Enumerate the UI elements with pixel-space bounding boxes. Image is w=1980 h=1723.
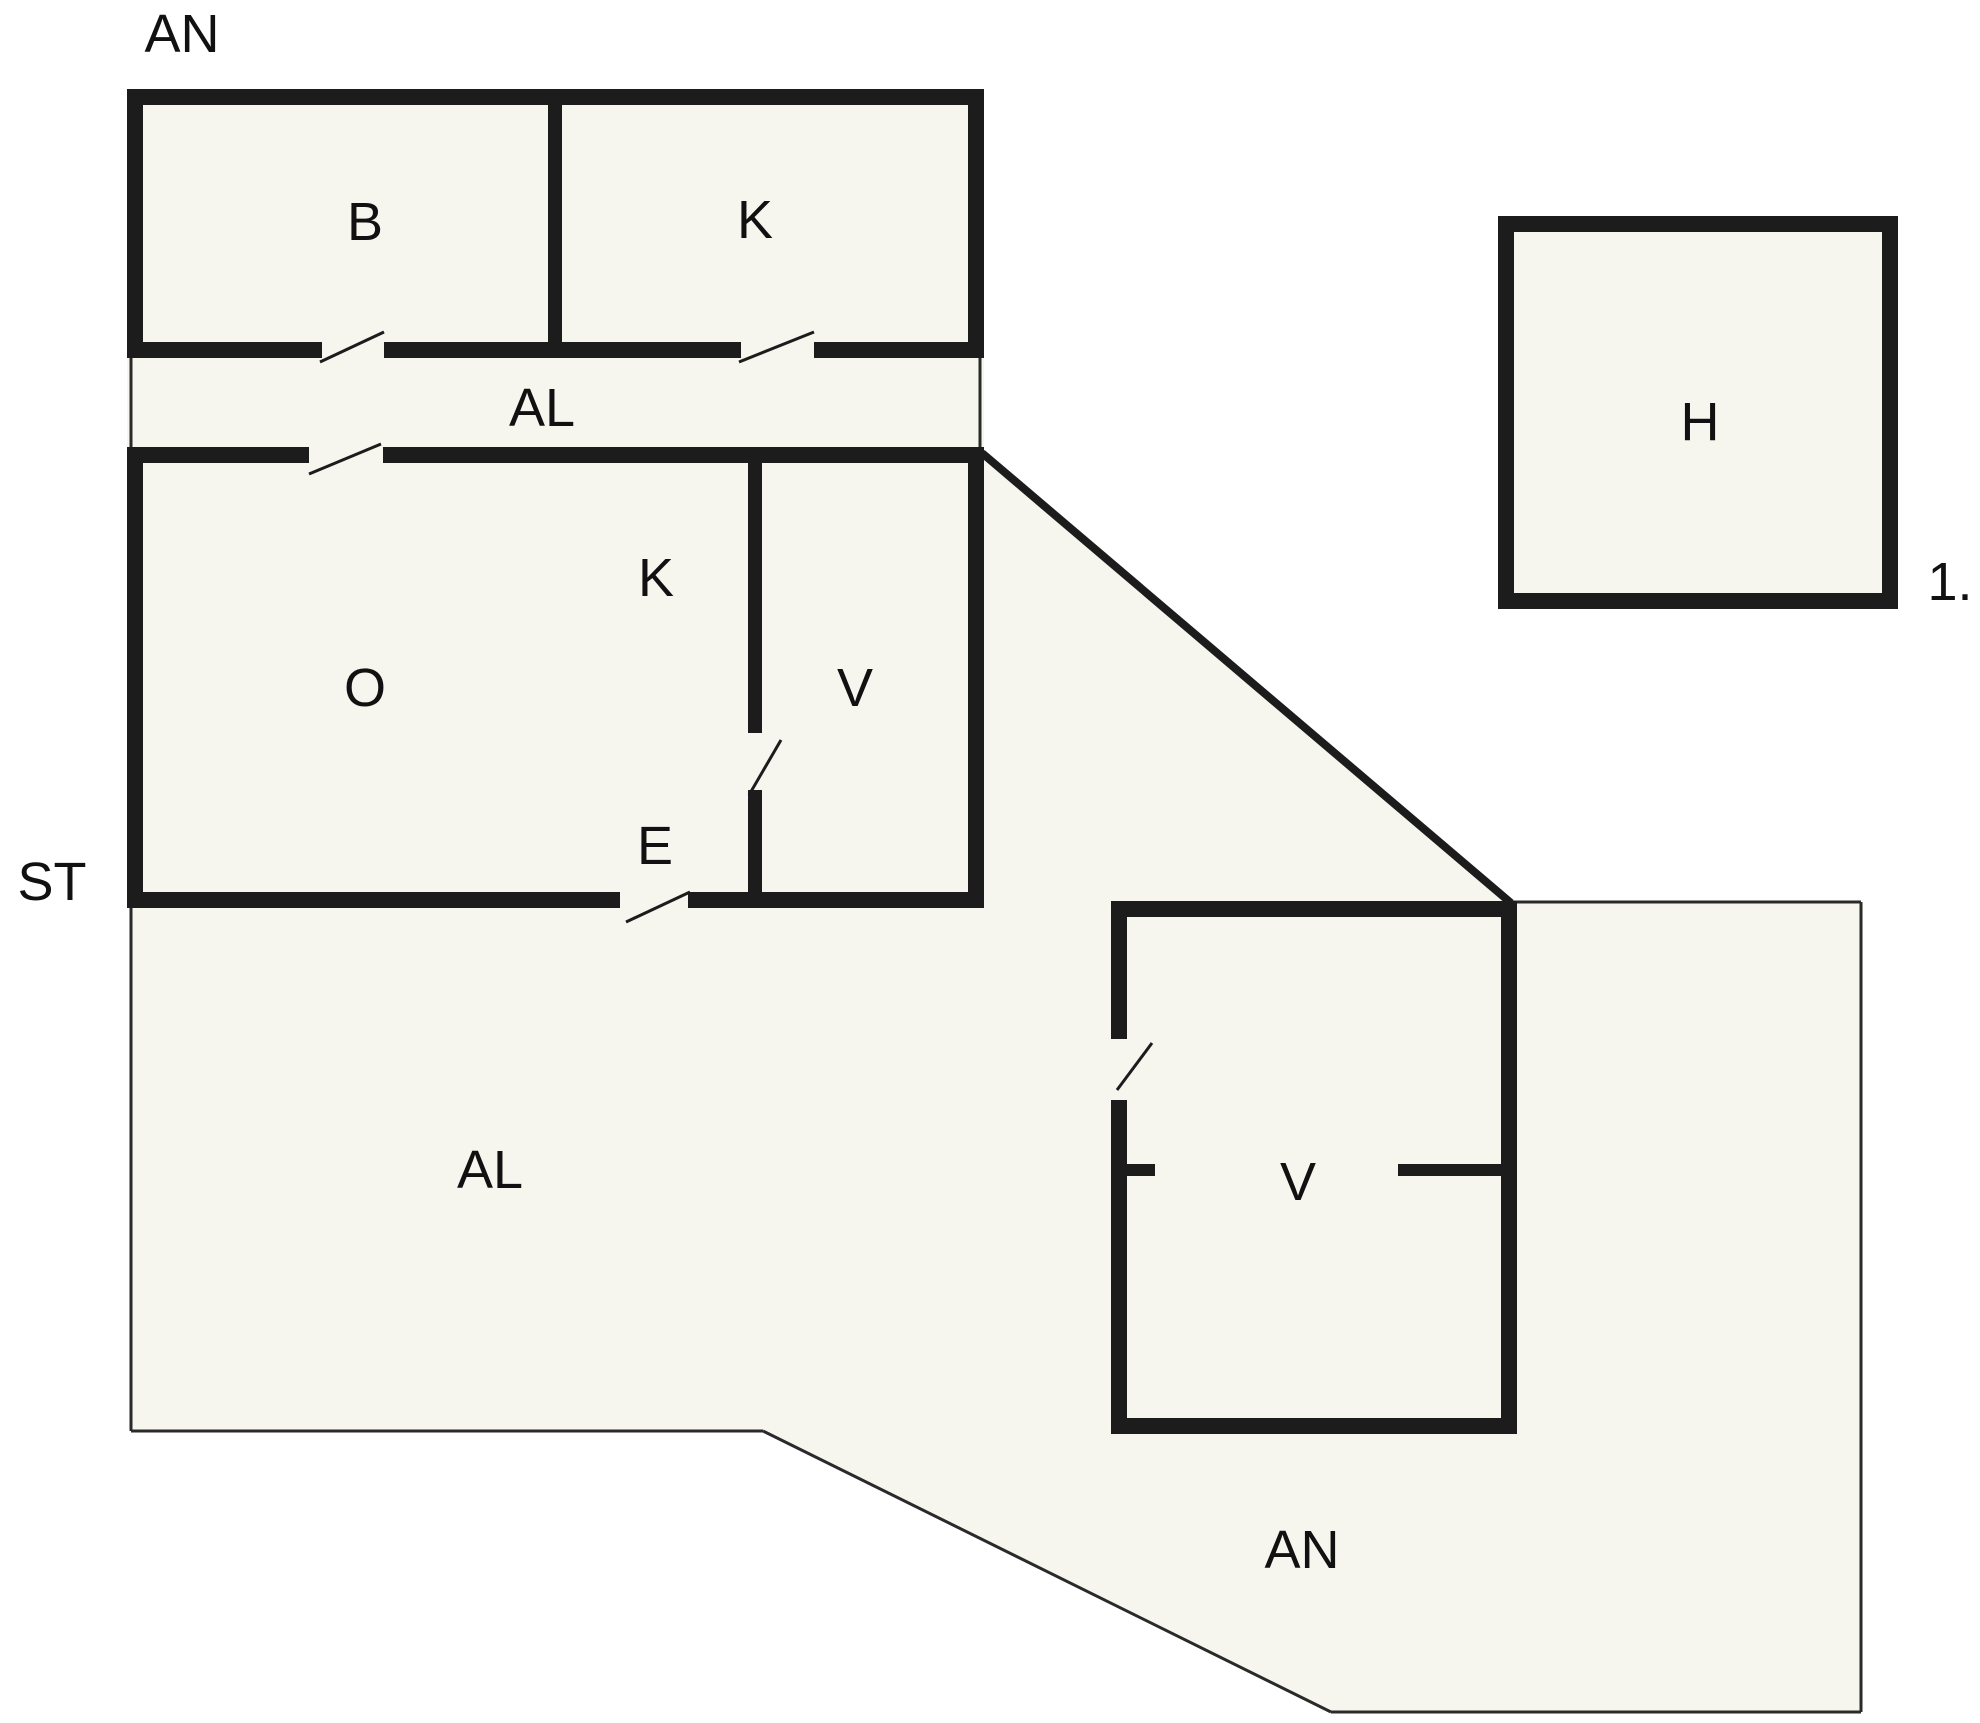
label-area-al: AL <box>457 1140 523 1200</box>
label-room-o: O <box>344 658 386 718</box>
plot-diagonal-wall-line <box>979 449 1514 907</box>
label-room-k-upper: K <box>737 190 773 250</box>
label-house-h: H <box>1681 392 1720 452</box>
house-h <box>1498 216 1898 609</box>
door-swing-room-o <box>308 442 382 476</box>
label-floor-number: 1. <box>1927 552 1972 612</box>
door-swing-room-v-lower <box>747 739 783 796</box>
upper-building <box>127 89 984 364</box>
house-h-interior <box>1498 216 1898 609</box>
door-swing-entrance-e <box>625 890 691 924</box>
lower-building-walls <box>127 447 984 908</box>
label-annex-top: AN <box>144 4 219 64</box>
door-swing-outbuilding-v <box>1115 1042 1154 1091</box>
door-gap-outbuilding-v <box>1109 1039 1129 1100</box>
lower-building <box>127 442 984 924</box>
label-room-v-lower: V <box>837 658 873 718</box>
house-h-walls <box>1498 216 1898 609</box>
label-room-k-lower: K <box>638 548 674 608</box>
outbuilding-v <box>1109 901 1517 1434</box>
plot-area <box>127 89 1861 1712</box>
label-entrance-e: E <box>637 816 673 876</box>
door-swing-room-k-upper <box>738 330 815 364</box>
door-gap-entrance-e <box>620 890 688 910</box>
door-swing-room-b <box>319 330 385 364</box>
label-room-b: B <box>347 192 383 252</box>
label-area-an: AN <box>1264 1520 1339 1580</box>
boundary-bottom-diagonal <box>762 1429 1332 1714</box>
label-corridor-al: AL <box>509 378 575 438</box>
label-outbuilding-v: V <box>1280 1152 1316 1212</box>
label-street-st: ST <box>17 852 86 912</box>
